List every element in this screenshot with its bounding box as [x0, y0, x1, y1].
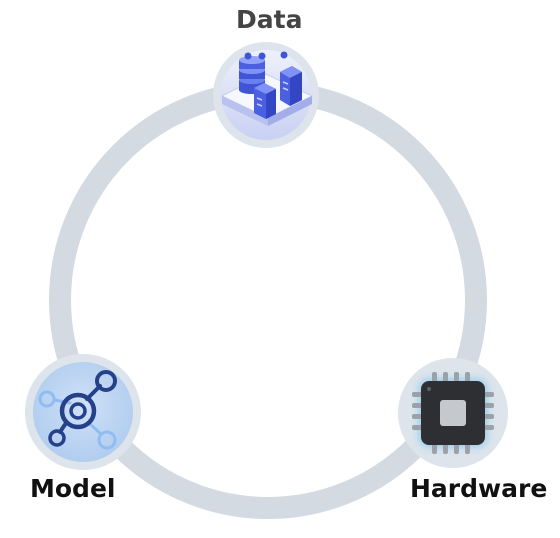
data-label: Data [236, 5, 303, 34]
data-node [213, 42, 319, 148]
hardware-label: Hardware [410, 474, 548, 503]
hardware-node [398, 358, 508, 468]
model-label: Model [30, 474, 116, 503]
model-node-inner [33, 362, 133, 462]
database-servers-icon [220, 51, 314, 126]
chip-icon [412, 372, 494, 454]
model-node [25, 354, 141, 470]
neural-network-icon [38, 370, 117, 450]
